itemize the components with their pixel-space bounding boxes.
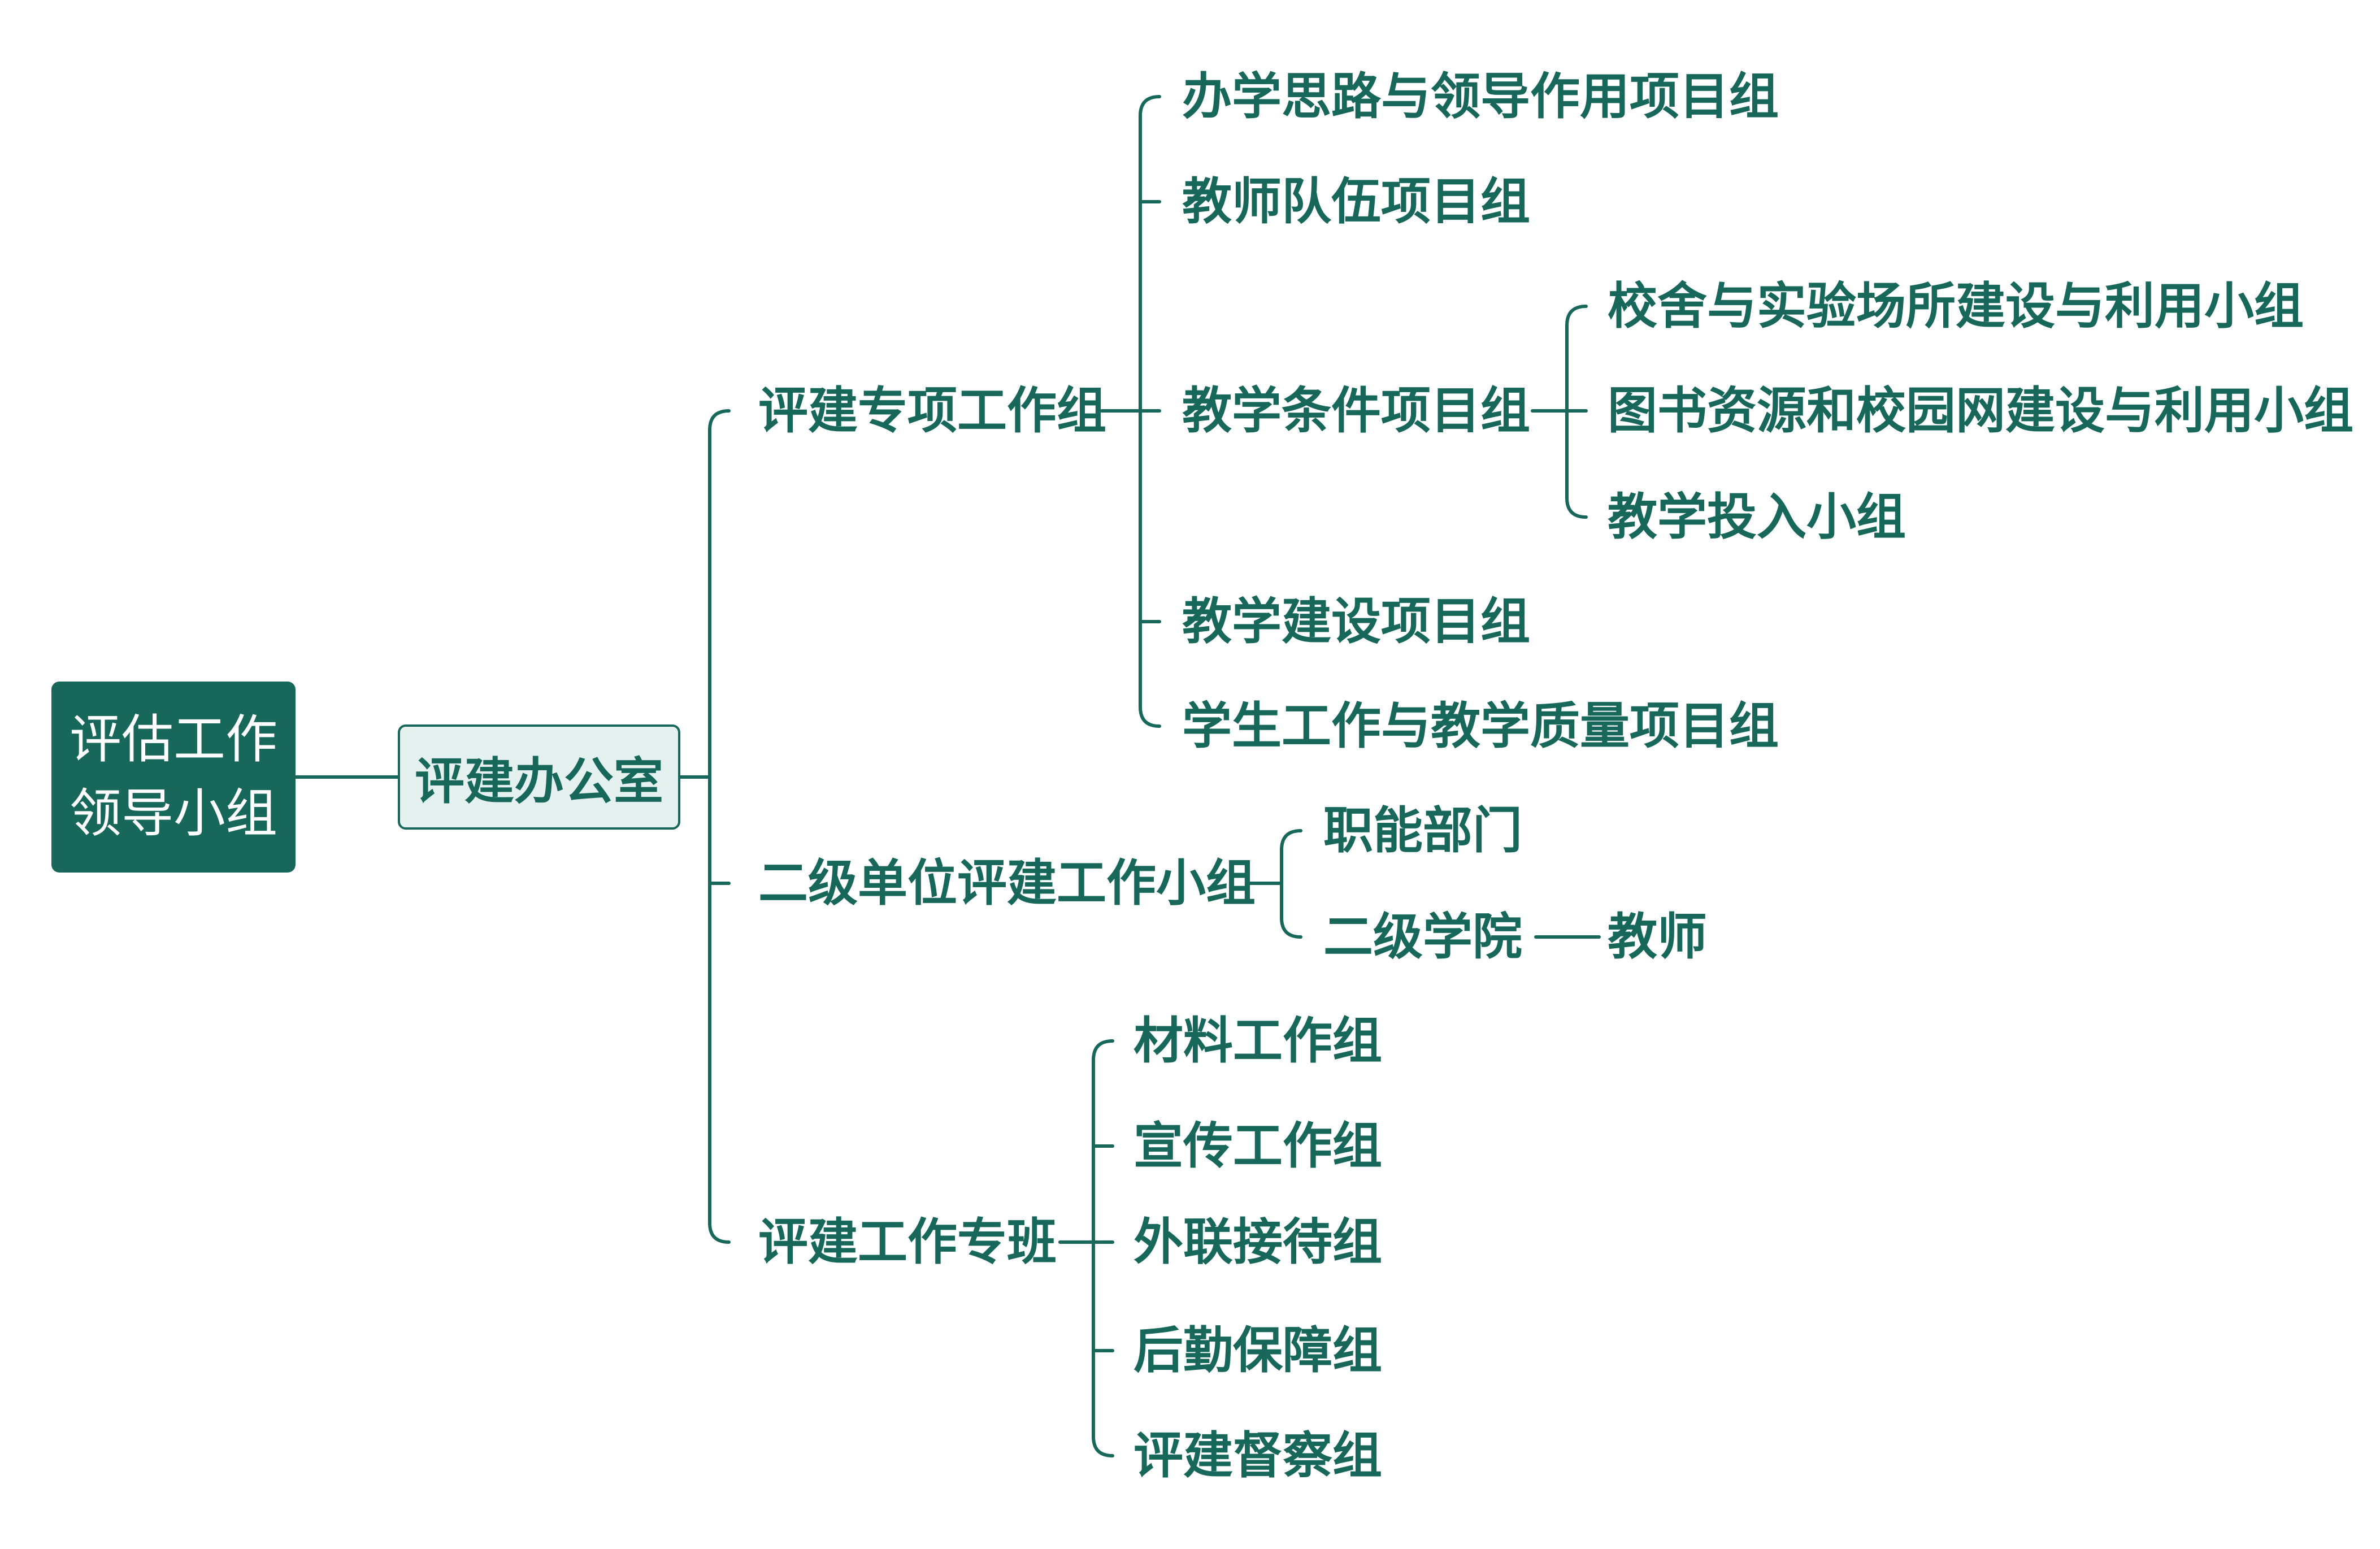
node-logistics-group[interactable]: 后勤保障组 [1133,1321,1383,1379]
node-publicity-group[interactable]: 宣传工作组 [1133,1117,1383,1175]
node-faculty-group[interactable]: 教师队伍项目组 [1182,172,1531,231]
root-node[interactable]: 评估工作 领导小组 [51,682,296,873]
node-teachers[interactable]: 教师 [1608,908,1708,966]
bracket-branch-3 [1092,1039,1114,1457]
node-teaching-conditions-group[interactable]: 教学条件项目组 [1182,381,1531,440]
branch-special-working-group[interactable]: 评建专项工作组 [758,381,1107,440]
office-node[interactable]: 评建办公室 [398,724,680,830]
node-teaching-investment[interactable]: 教学投入小组 [1608,488,1906,546]
bracket-office [708,409,731,1244]
node-reception-group[interactable]: 外联接待组 [1133,1213,1383,1271]
bracket-branch-2 [1280,829,1302,939]
node-leadership-group[interactable]: 办学思路与领导作用项目组 [1182,67,1779,125]
branch-task-force[interactable]: 评建工作专班 [758,1213,1057,1271]
node-student-quality-group[interactable]: 学生工作与教学质量项目组 [1182,697,1779,755]
node-functional-departments[interactable]: 职能部门 [1323,801,1523,860]
node-buildings-labs[interactable]: 校舍与实验场所建设与利用小组 [1608,277,2304,335]
node-supervision-group[interactable]: 评建督察组 [1133,1426,1383,1485]
node-materials-group[interactable]: 材料工作组 [1133,1012,1383,1070]
node-secondary-college[interactable]: 二级学院 [1323,908,1523,966]
node-teaching-construction-group[interactable]: 教学建设项目组 [1182,592,1531,650]
branch-secondary-unit-group[interactable]: 二级单位评建工作小组 [758,854,1256,912]
node-library-network[interactable]: 图书资源和校园网建设与利用小组 [1608,381,2354,440]
